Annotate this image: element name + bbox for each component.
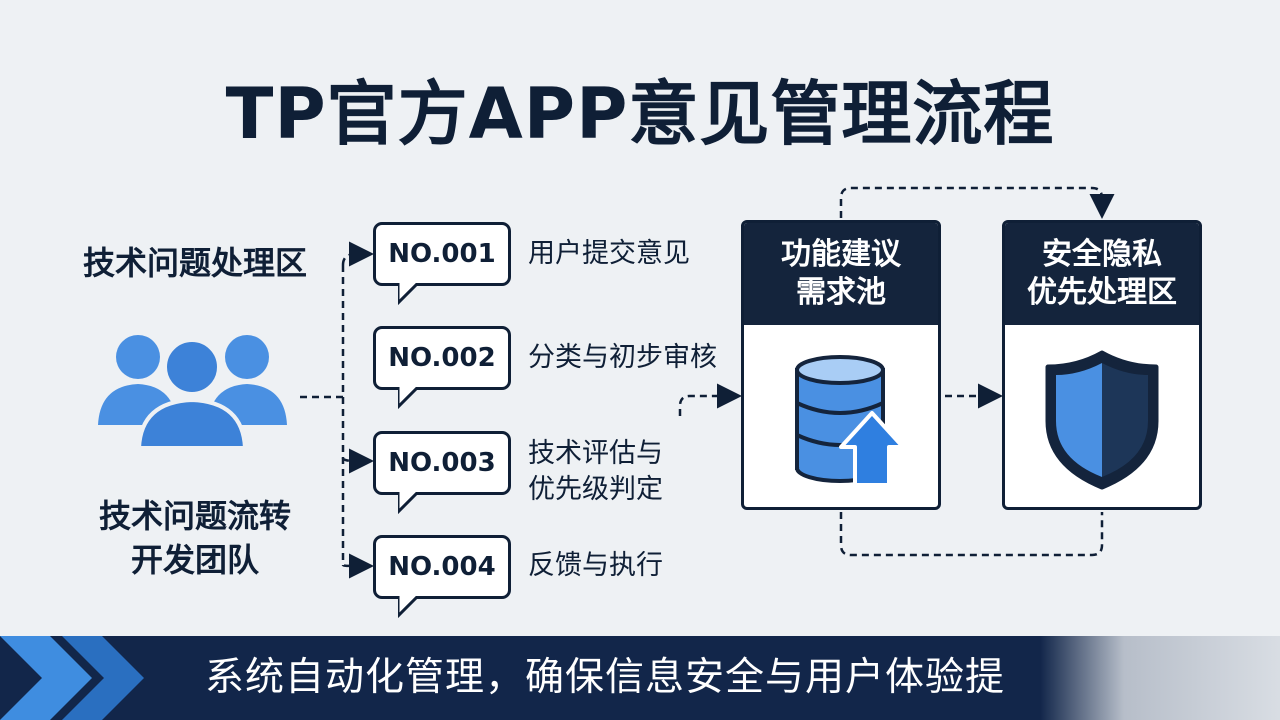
step-code-1: NO.001 (388, 239, 496, 269)
step-bubble-3: NO.003 (373, 431, 511, 514)
bubble-tail-4 (398, 596, 420, 618)
step-code-4: NO.004 (388, 552, 496, 582)
tech-issue-area-label: 技术问题处理区 (82, 244, 307, 282)
step-label-3: 技术评估与 优先级判定 (528, 436, 663, 508)
page-title: TP官方APP意见管理流程 (225, 73, 1055, 155)
shield-icon (1045, 350, 1159, 490)
step-label-4: 反馈与执行 (528, 550, 663, 581)
feature-panel-title-line1: 功能建议 (781, 237, 901, 272)
step-label-3-line2: 优先级判定 (528, 474, 663, 505)
bubble-tail-1 (398, 283, 420, 305)
step-bubble-1: NO.001 (373, 222, 511, 305)
watermark-overlay (1040, 636, 1280, 720)
security-panel-title: 安全隐私 优先处理区 (1005, 223, 1199, 325)
database-upload-icon (795, 355, 905, 487)
security-privacy-panel: 安全隐私 优先处理区 (1002, 220, 1202, 510)
bubble-tail-3 (398, 492, 420, 514)
banner-text: 系统自动化管理，确保信息安全与用户体验提 (205, 655, 1006, 700)
step-code-2: NO.002 (388, 343, 496, 373)
security-panel-title-line2: 优先处理区 (1027, 275, 1177, 310)
security-panel-title-line1: 安全隐私 (1042, 237, 1162, 272)
step-bubble-2: NO.002 (373, 326, 511, 409)
feature-suggestion-panel: 功能建议 需求池 (741, 220, 941, 510)
bubble-tail-2 (398, 387, 420, 409)
transfer-label-line2: 开发团队 (130, 541, 259, 579)
chevron-arrows-icon (0, 636, 190, 720)
tech-issue-transfer-label: 技术问题流转 开发团队 (60, 494, 330, 582)
users-icon (98, 335, 287, 450)
feature-panel-title-line2: 需求池 (796, 275, 886, 310)
step-label-1: 用户提交意见 (528, 238, 690, 269)
step-code-3: NO.003 (388, 448, 496, 478)
bottom-banner: 系统自动化管理，确保信息安全与用户体验提 (0, 636, 1280, 720)
step-label-3-line1: 技术评估与 (528, 438, 663, 469)
step-label-2: 分类与初步审核 (528, 342, 717, 373)
feature-panel-title: 功能建议 需求池 (744, 223, 938, 325)
transfer-label-line1: 技术问题流转 (98, 497, 291, 535)
step-bubble-4: NO.004 (373, 535, 511, 618)
